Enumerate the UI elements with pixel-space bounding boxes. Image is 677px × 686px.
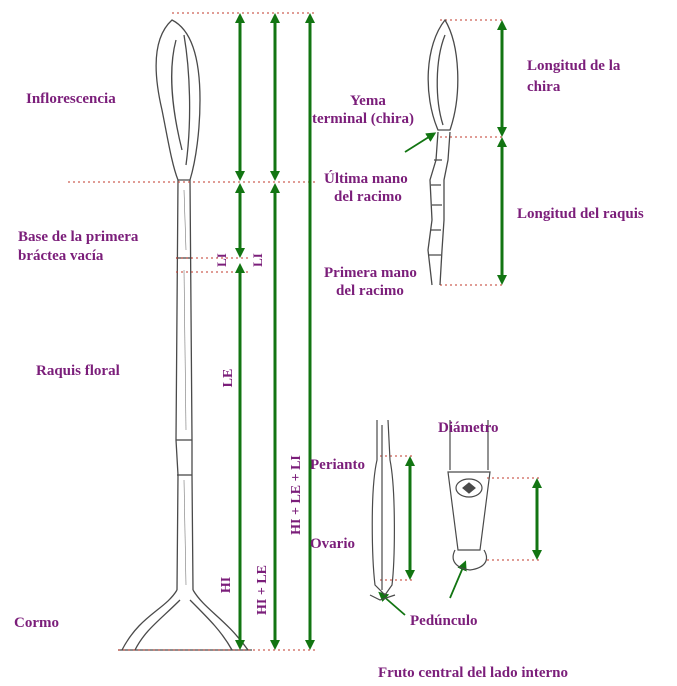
fruit-cross-section-sketch <box>448 420 490 570</box>
measure-hi-le: HI + LE <box>255 565 270 615</box>
label-yema-1: Yema <box>350 92 386 111</box>
pointer-yema <box>405 135 432 152</box>
chira-sketch <box>428 20 458 285</box>
rachis-left-edge <box>176 180 178 590</box>
label-raquis-floral: Raquis floral <box>36 362 120 381</box>
inflorescence-bud <box>156 20 200 180</box>
label-base-bractea-1: Base de la primera <box>18 228 138 247</box>
terminal-bud <box>428 20 458 130</box>
label-fruto-central: Fruto central del lado interno <box>378 664 568 683</box>
measure-li: LI <box>214 253 229 267</box>
measure-li-2: LI <box>250 253 265 267</box>
rachis-left <box>428 132 438 285</box>
dotted-reference-lines <box>68 13 542 650</box>
measure-le: LE <box>221 369 236 388</box>
fruit-longitudinal-sketch <box>370 420 395 600</box>
inflorescence-bract-line <box>172 40 182 150</box>
label-base-bractea-2: bráctea vacía <box>18 247 103 266</box>
inflorescence-bract-line-2 <box>184 35 190 165</box>
label-inflorescencia: Inflorescencia <box>26 90 116 109</box>
terminal-bud-inner <box>437 35 445 125</box>
label-longitud-chira-2: chira <box>527 78 560 97</box>
measure-hi-le-li: HI + LE + LI <box>289 455 304 535</box>
label-ovario: Ovario <box>310 535 355 554</box>
label-primera-mano-2: del racimo <box>336 282 404 301</box>
label-ultima-mano-2: del racimo <box>334 188 402 207</box>
label-primera-mano-1: Primera mano <box>324 264 417 283</box>
label-yema-2: terminal (chira) <box>312 110 414 129</box>
label-ultima-mano-1: Última mano <box>324 170 408 189</box>
label-perianto: Perianto <box>310 456 365 475</box>
label-diametro: Diámetro <box>438 419 499 438</box>
corm-inner-left <box>135 600 180 650</box>
stem-shading <box>184 190 186 585</box>
pointer-pedunculo-2 <box>450 565 464 598</box>
label-longitud-chira-1: Longitud de la <box>527 57 620 76</box>
rachis-right <box>440 132 450 285</box>
measure-hi: HI <box>219 577 234 593</box>
label-longitud-raquis: Longitud del raquis <box>517 205 644 224</box>
label-cormo: Cormo <box>14 614 59 633</box>
label-pedunculo: Pedúnculo <box>410 612 478 631</box>
corm-left <box>122 590 177 650</box>
rachis-right-edge <box>190 180 193 590</box>
